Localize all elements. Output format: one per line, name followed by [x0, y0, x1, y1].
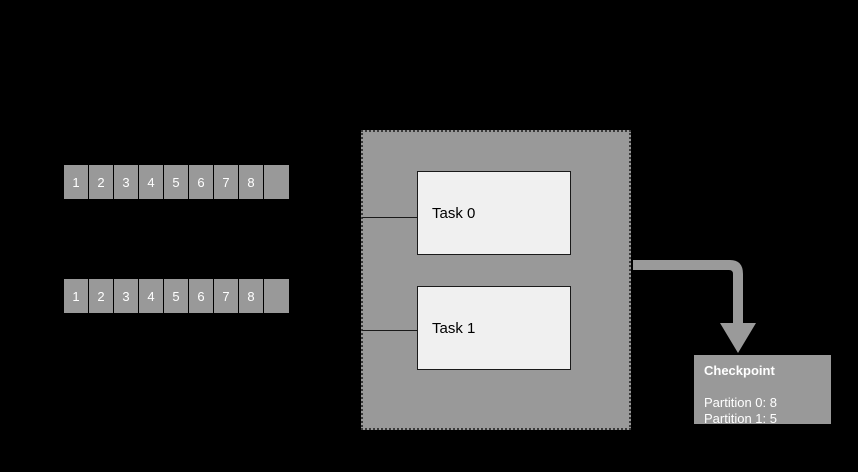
checkpoint-entry-partition-0: Partition 0: 8 [704, 394, 777, 410]
task-box-1-label: Task 1 [432, 319, 476, 337]
partition-cell: 3 [114, 165, 139, 199]
checkpoint-title: Checkpoint [704, 363, 775, 378]
partition-stream-0: 1 2 3 4 5 6 7 8 [64, 165, 289, 199]
partition-cell-empty [264, 165, 289, 199]
partition-cell: 6 [189, 279, 214, 313]
connector-line-task-0 [362, 217, 418, 218]
partition-cell: 3 [114, 279, 139, 313]
partition-cell: 4 [139, 279, 164, 313]
checkpoint-entry-partition-1: Partition 1: 5 [704, 410, 777, 426]
partition-stream-1: 1 2 3 4 5 6 7 8 [64, 279, 289, 313]
partition-cell: 1 [64, 279, 89, 313]
partition-cell: 7 [214, 279, 239, 313]
partition-cell: 2 [89, 279, 114, 313]
partition-cell: 8 [239, 279, 264, 313]
partition-cell: 8 [239, 165, 264, 199]
checkpoint-arrow-icon [633, 260, 756, 353]
partition-cell: 2 [89, 165, 114, 199]
connector-line-task-1 [362, 330, 418, 331]
partition-cell-empty [264, 279, 289, 313]
checkpoint-box: Checkpoint Partition 0: 8 Partition 1: 5 [694, 355, 831, 426]
task-box-1: Task 1 [417, 286, 571, 370]
partition-cell: 6 [189, 165, 214, 199]
partition-cell: 4 [139, 165, 164, 199]
partition-cell: 5 [164, 165, 189, 199]
task-box-0: Task 0 [417, 171, 571, 255]
task-box-0-label: Task 0 [432, 204, 476, 222]
partition-cell: 1 [64, 165, 89, 199]
partition-cell: 5 [164, 279, 189, 313]
partition-cell: 7 [214, 165, 239, 199]
